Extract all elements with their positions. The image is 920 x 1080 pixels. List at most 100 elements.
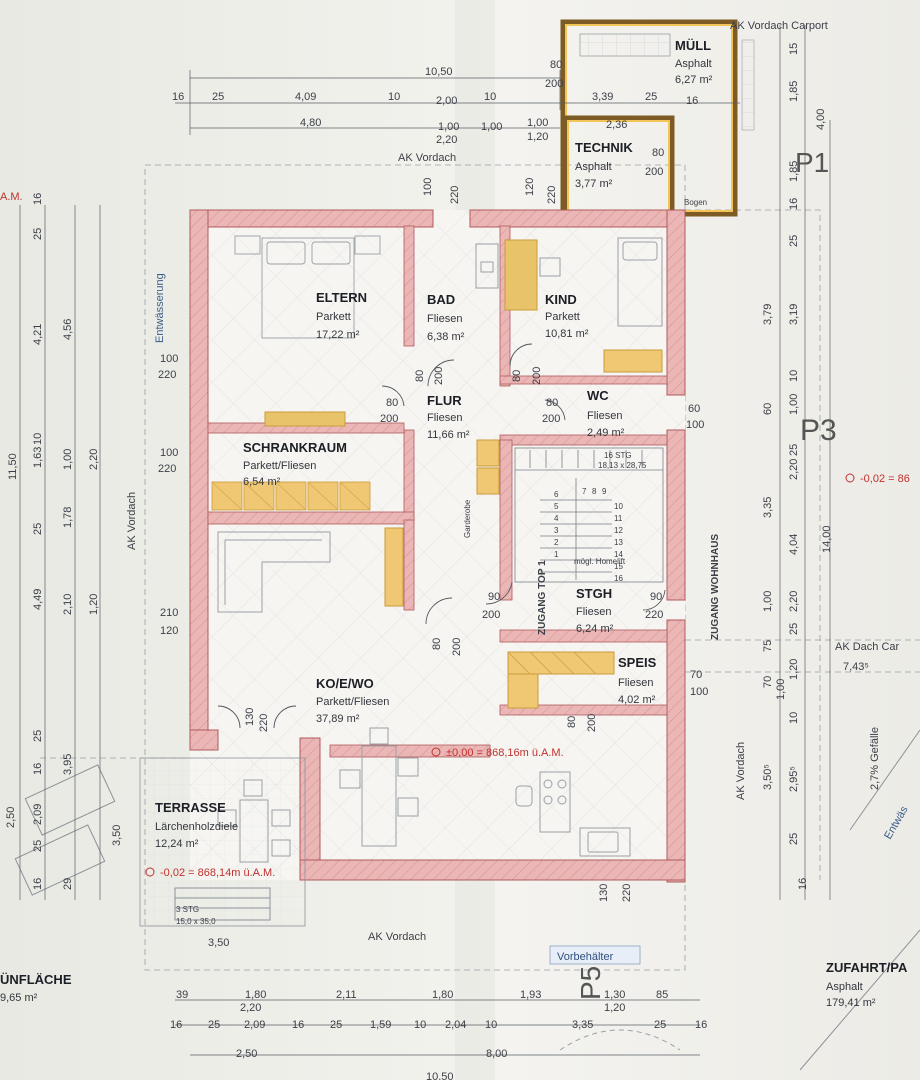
svg-text:10,50: 10,50 [425, 66, 453, 78]
svg-text:15: 15 [788, 43, 800, 55]
svg-text:12,24 m²: 12,24 m² [155, 838, 199, 850]
room-stgh: STGH Fliesen 6,24 m² [576, 586, 614, 635]
curve-drive [559, 1029, 681, 1051]
svg-text:1: 1 [554, 550, 559, 559]
svg-text:100: 100 [160, 353, 178, 365]
svg-text:1,80: 1,80 [432, 989, 453, 1001]
svg-text:Parkett/Fliesen: Parkett/Fliesen [316, 696, 389, 708]
driveway-edge [799, 929, 920, 1071]
svg-text:25: 25 [788, 235, 800, 247]
room-schrankraum: SCHRANKRAUM Parkett/Fliesen 6,54 m² [243, 440, 347, 488]
svg-text:14: 14 [614, 550, 623, 559]
svg-text:14,00: 14,00 [821, 525, 833, 553]
dining-table [339, 727, 419, 847]
svg-text:3,79: 3,79 [762, 304, 774, 325]
svg-text:3,95: 3,95 [62, 754, 74, 775]
svg-text:80: 80 [431, 638, 443, 650]
svg-text:1,00: 1,00 [527, 117, 548, 129]
svg-text:Asphalt: Asphalt [675, 58, 712, 70]
label-gefaelle: 2,7% Gefälle [869, 727, 881, 790]
svg-text:16: 16 [32, 763, 44, 775]
svg-text:9,65 m²: 9,65 m² [0, 992, 38, 1004]
svg-text:1,00: 1,00 [762, 591, 774, 612]
svg-text:10: 10 [485, 1019, 497, 1031]
room-muell: MÜLL Asphalt 6,27 m² [675, 38, 713, 86]
svg-text:4: 4 [554, 514, 559, 523]
label-ak-vordach-bottom: AK Vordach [368, 931, 426, 943]
svg-text:1,00: 1,00 [788, 394, 800, 415]
svg-text:10: 10 [614, 502, 623, 511]
room-technik: TECHNIK Asphalt 3,77 m² [575, 140, 633, 190]
svg-text:3,39: 3,39 [592, 91, 613, 103]
svg-text:2,00: 2,00 [436, 95, 457, 107]
dimension-lines-top [175, 70, 740, 135]
svg-text:4,04: 4,04 [788, 534, 800, 555]
label-terrace-steps-dim: 15,0 x 35,0 [176, 917, 216, 926]
label-entwaesserung-2: Entwäs [882, 804, 911, 842]
svg-text:±0,00 = 868,16m ü.A.M.: ±0,00 = 868,16m ü.A.M. [446, 747, 564, 759]
svg-text:100: 100 [690, 686, 708, 698]
svg-text:2,11: 2,11 [336, 989, 357, 1001]
svg-text:1,85: 1,85 [788, 161, 800, 182]
dims-top: 10,50 16 25 4,09 10 2,00 10 3,39 25 16 4… [172, 66, 698, 146]
room-zufahrt: ZUFAHRT/PA Asphalt 179,41 m² [826, 960, 908, 1009]
garderobe [476, 439, 500, 495]
svg-text:220: 220 [645, 609, 663, 621]
room-kind: KIND Parkett 10,81 m² [545, 292, 589, 340]
svg-text:16: 16 [614, 574, 623, 583]
svg-text:200: 200 [531, 367, 543, 385]
svg-text:60: 60 [762, 403, 774, 415]
elevation-right: -0,02 = 86 [845, 473, 910, 485]
svg-text:25: 25 [208, 1019, 220, 1031]
label-terrace-steps: 3 STG [176, 905, 199, 914]
svg-text:60: 60 [688, 403, 700, 415]
svg-text:2,36: 2,36 [606, 119, 627, 131]
svg-text:2,09: 2,09 [32, 804, 44, 825]
svg-text:1,93: 1,93 [520, 989, 541, 1001]
svg-text:16: 16 [170, 1019, 182, 1031]
bad-fixtures [475, 243, 499, 289]
label-ak-vordach-right: AK Vordach [735, 742, 747, 800]
label-stairs-dim: 18,13 x 28,75 [598, 461, 647, 470]
svg-text:4,09: 4,09 [295, 91, 316, 103]
svg-text:25: 25 [645, 91, 657, 103]
svg-text:100: 100 [686, 419, 704, 431]
svg-text:1,20: 1,20 [788, 659, 800, 680]
svg-text:2,50: 2,50 [5, 807, 17, 828]
svg-text:120: 120 [524, 178, 536, 196]
svg-text:6,54 m²: 6,54 m² [243, 476, 281, 488]
svg-text:10: 10 [788, 370, 800, 382]
svg-text:4,02 m²: 4,02 m² [618, 694, 656, 706]
svg-text:85: 85 [656, 989, 668, 1001]
svg-text:200: 200 [545, 78, 563, 90]
svg-text:3,50: 3,50 [111, 825, 123, 846]
svg-text:1,63: 1,63 [32, 447, 44, 468]
kind-furniture [504, 237, 663, 373]
svg-text:220: 220 [449, 186, 461, 204]
svg-text:3,50: 3,50 [208, 937, 229, 949]
svg-text:80: 80 [414, 370, 426, 382]
room-wc: WC Fliesen 2,49 m² [587, 388, 625, 439]
svg-text:220: 220 [546, 186, 558, 204]
sofa-living [217, 527, 404, 613]
svg-text:2,09: 2,09 [244, 1019, 265, 1031]
label-ak-vordach-carport: AK Vordach Carport [730, 20, 828, 32]
label-garderobe: Garderobe [463, 499, 472, 538]
svg-text:70: 70 [762, 676, 774, 688]
svg-text:STGH: STGH [576, 586, 612, 601]
svg-text:220: 220 [158, 463, 176, 475]
svg-text:ÜNFLÄCHE: ÜNFLÄCHE [0, 972, 72, 987]
svg-text:11: 11 [614, 514, 623, 523]
svg-text:4,00: 4,00 [815, 109, 827, 130]
svg-text:2,10: 2,10 [62, 594, 74, 615]
svg-text:16: 16 [292, 1019, 304, 1031]
svg-text:1,85: 1,85 [788, 81, 800, 102]
svg-text:220: 220 [258, 714, 270, 732]
svg-text:2,20: 2,20 [88, 449, 100, 470]
svg-text:16: 16 [686, 95, 698, 107]
svg-text:25: 25 [32, 228, 44, 240]
svg-text:6,27 m²: 6,27 m² [675, 74, 713, 86]
label-bogen: Bogen [684, 198, 707, 207]
